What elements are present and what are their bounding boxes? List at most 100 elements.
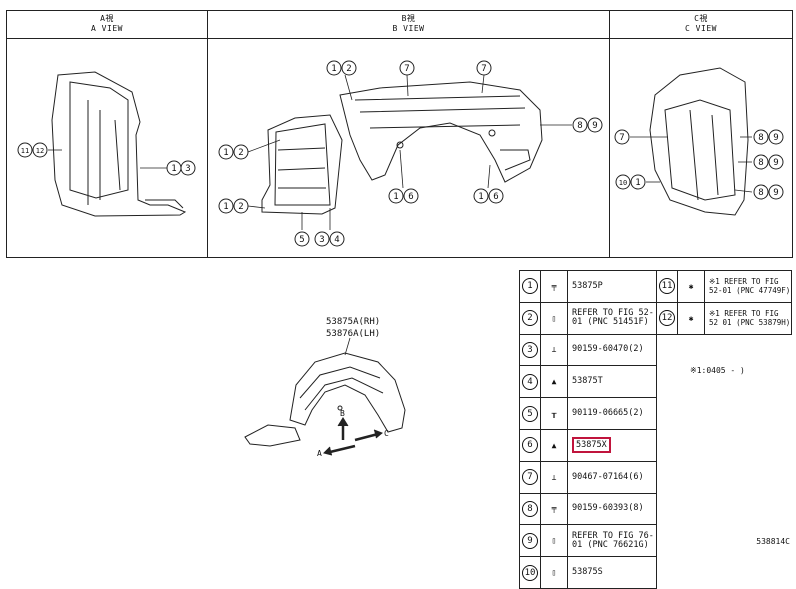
part-number: 53875S (567, 556, 657, 589)
row-num: 9 (519, 524, 541, 558)
svg-text:7: 7 (404, 64, 409, 74)
svg-text:2: 2 (238, 202, 243, 212)
callout-a-11-12: 11 12 (17, 142, 48, 158)
c-view-frame (609, 10, 793, 258)
svg-text:8: 8 (758, 133, 763, 143)
svg-text:7: 7 (619, 133, 624, 143)
row-num: 10 (519, 556, 541, 589)
callout-c-10-1: 10 1 (615, 174, 646, 190)
row-num: 5 (519, 397, 541, 430)
callout-b-8-9: 8 9 (572, 117, 603, 133)
svg-text:7: 7 (481, 64, 486, 74)
direction-b-label: B (340, 409, 345, 418)
part-number: 53875X (567, 428, 657, 462)
callout-b-1-2-mid: 1 2 (218, 144, 249, 160)
svg-text:10: 10 (619, 179, 627, 187)
highlight-box: 53875X (572, 436, 611, 453)
callout-b-7-a: 7 (399, 60, 415, 76)
part-number: 53875P (567, 270, 657, 303)
svg-text:1: 1 (223, 202, 228, 212)
row-num: 8 (519, 492, 541, 526)
fastener-icon: ▯ (540, 556, 568, 589)
fastener-icon: ⊥ (540, 333, 568, 367)
callout-c-8-9-a: 8 9 (753, 129, 784, 145)
part-number: 90467-07164(6) (567, 460, 657, 494)
fastener-icon: ⊥ (540, 460, 568, 494)
clip-icon: ✱ (677, 270, 705, 303)
part-label-lh: 53876A(LH) (326, 329, 380, 339)
svg-text:9: 9 (773, 133, 778, 143)
svg-text:1: 1 (331, 64, 336, 74)
parts-row: 9▯REFER TO FIG 76-01 (PNC 76621G) (519, 524, 792, 558)
row-num: 3 (519, 333, 541, 367)
fastener-icon: ▲ (540, 428, 568, 462)
svg-text:11: 11 (21, 147, 29, 155)
svg-text:1: 1 (635, 178, 640, 188)
part-number: 90119-06665(2) (567, 397, 657, 430)
fastener-icon: ╥ (540, 397, 568, 430)
part-number: 90159-60393(8) (567, 492, 657, 526)
parts-row: 2▯REFER TO FIG 52-01 (PNC 51451F)12✱※1 R… (519, 301, 792, 335)
svg-text:9: 9 (773, 188, 778, 198)
svg-text:4: 4 (334, 235, 339, 245)
row-num: 4 (519, 365, 541, 399)
parts-row: 5╥90119-06665(2) (519, 397, 792, 430)
svg-text:6: 6 (408, 192, 413, 202)
svg-text:5: 5 (299, 235, 304, 245)
part-reference: ※1 REFER TO FIG 52-01 (PNC 47749F) (704, 270, 792, 303)
parts-diagram: 11 12 1 3 1 2 7 7 8 9 1 2 (17, 60, 784, 458)
callout-c-8-9-c: 8 9 (753, 184, 784, 200)
svg-text:1: 1 (223, 148, 228, 158)
callout-c-8-9-b: 8 9 (753, 154, 784, 170)
svg-text:8: 8 (758, 188, 763, 198)
callout-b-1-2-low: 1 2 (218, 198, 249, 214)
parts-row: 8╤90159-60393(8) (519, 492, 792, 526)
parts-row: 10▯53875S (519, 556, 792, 589)
svg-text:9: 9 (592, 121, 597, 131)
note-text: ※1:0405 - ) (690, 366, 745, 375)
row-num: 7 (519, 460, 541, 494)
svg-text:1: 1 (478, 192, 483, 202)
callout-b-7-b: 7 (476, 60, 492, 76)
part-number: 90159-60470(2) (567, 333, 657, 367)
svg-text:3: 3 (319, 235, 324, 245)
row-num: 12 (656, 301, 678, 335)
fastener-icon: ▯ (540, 524, 568, 558)
svg-text:2: 2 (346, 64, 351, 74)
parts-row: 6▲53875X (519, 428, 792, 462)
row-num: 2 (519, 301, 541, 335)
callout-b-1-2-top: 1 2 (326, 60, 357, 76)
parts-row: 4▲53875T (519, 365, 792, 399)
doc-code: 538814C (756, 537, 790, 546)
part-label-rh: 53875A(RH) (326, 317, 380, 327)
fastener-icon: ▯ (540, 301, 568, 335)
svg-text:8: 8 (758, 158, 763, 168)
svg-text:1: 1 (171, 164, 176, 174)
svg-text:8: 8 (577, 121, 582, 131)
svg-text:6: 6 (493, 192, 498, 202)
part-reference: ※1 REFER TO FIG 52 01 (PNC 53879H) (704, 301, 792, 335)
svg-text:12: 12 (36, 147, 44, 155)
svg-text:9: 9 (773, 158, 778, 168)
row-num: 1 (519, 270, 541, 303)
svg-text:1: 1 (393, 192, 398, 202)
callout-a-1-3: 1 3 (166, 160, 196, 176)
parts-row: 3⊥90159-60470(2) (519, 333, 792, 367)
part-number: REFER TO FIG 76-01 (PNC 76621G) (567, 524, 657, 558)
fastener-icon: ╤ (540, 270, 568, 303)
callout-c-7: 7 (614, 129, 630, 145)
fastener-icon: ▲ (540, 365, 568, 399)
parts-row: 7⊥90467-07164(6) (519, 460, 792, 494)
direction-c-label: C (384, 429, 389, 438)
direction-a-label: A (317, 449, 322, 458)
svg-text:3: 3 (185, 164, 190, 174)
row-num: 11 (656, 270, 678, 303)
svg-text:2: 2 (238, 148, 243, 158)
callout-b-5-3-4: 5 3 4 (294, 231, 345, 247)
callout-b-1-6-a: 1 6 (388, 188, 419, 204)
